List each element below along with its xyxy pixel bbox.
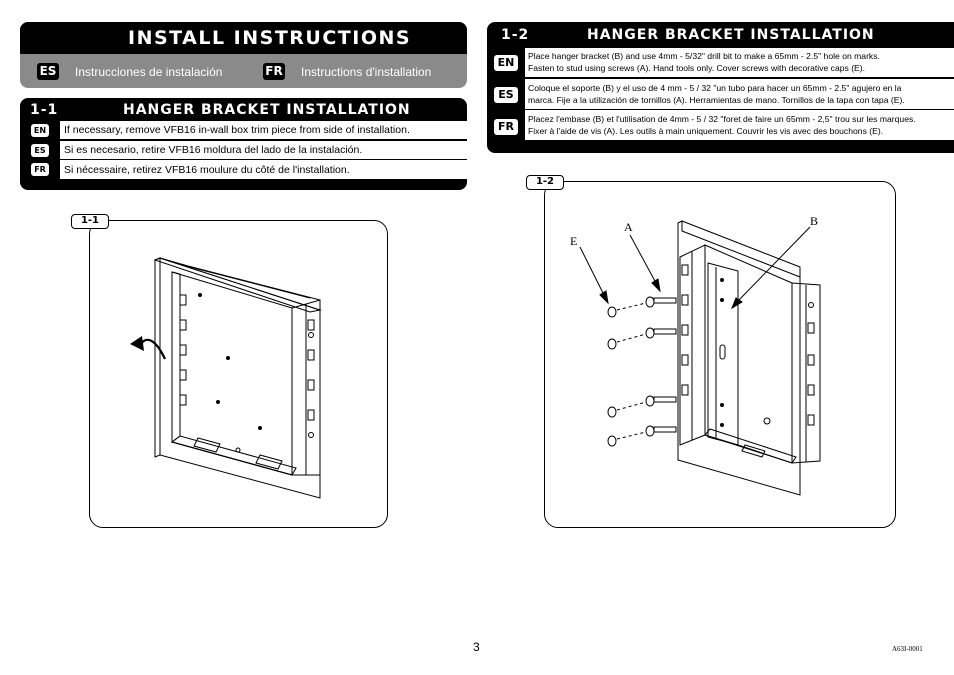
en-badge: EN	[494, 55, 518, 71]
step2-text-en-line2: Fasten to stud using screws (A). Hand to…	[528, 63, 866, 73]
es-badge: ES	[31, 144, 49, 157]
step2-text-es-line2: marca. Fije a la utilización de tornillo…	[528, 95, 905, 105]
step2-heading: 1-2 HANGER BRACKET INSTALLATION	[487, 22, 954, 48]
step1-text-es: Si es necesario, retire VFB16 moldura de…	[60, 141, 467, 160]
step1-row-en: EN If necessary, remove VFB16 in-wall bo…	[20, 121, 467, 140]
step1-title: HANGER BRACKET INSTALLATION	[123, 102, 411, 118]
es-badge: ES	[494, 87, 518, 103]
figure-1-2-label: 1-2	[526, 175, 564, 190]
step2-text-en-box: Place hanger bracket (B) and use 4mm - 5…	[525, 48, 954, 77]
fr-badge: FR	[263, 63, 285, 80]
step2-text-fr-line1: Placez l'embase (B) et l'utilisation de …	[528, 114, 916, 124]
fr-label: Instructions d'installation	[301, 65, 432, 79]
fr-badge: FR	[494, 119, 518, 135]
step2-text-fr-box: Placez l'embase (B) et l'utilisation de …	[525, 110, 954, 140]
callout-arrows	[579, 226, 811, 310]
step2-text-en-line1: Place hanger bracket (B) and use 4mm - 5…	[528, 51, 880, 61]
step1-row-es: ES Si es necesario, retire VFB16 moldura…	[20, 141, 467, 160]
page-title: INSTALL INSTRUCTIONS	[128, 27, 412, 49]
arrow-head-icon	[130, 336, 144, 351]
step2-row-fr: FR Placez l'embase (B) et l'utilisation …	[487, 110, 954, 140]
step1-number: 1-1	[30, 102, 59, 118]
step1-text-en: If necessary, remove VFB16 in-wall box t…	[60, 121, 467, 140]
screws-icon	[607, 296, 677, 447]
step1-text-fr: Si nécessaire, retirez VFB16 moulure du …	[60, 160, 467, 179]
step1-heading: 1-1 HANGER BRACKET INSTALLATION	[20, 98, 467, 120]
fr-badge: FR	[31, 163, 49, 176]
figure-1-1-illustration	[130, 257, 322, 499]
en-badge: EN	[31, 124, 49, 137]
callout-e-label: E	[570, 234, 577, 248]
header-language-strip: ES Instrucciones de instalación FR Instr…	[20, 55, 467, 88]
step1-row-fr: FR Si nécessaire, retirez VFB16 moulure …	[20, 160, 467, 179]
step2-text-es-box: Coloque el soporte (B) y el uso de 4 mm …	[525, 79, 954, 109]
step2-text-fr-line2: Fixer à l'aide de vis (A). Les outils à …	[528, 126, 884, 136]
document-code: A63I-0001	[892, 645, 923, 653]
figure-1-2-illustration: A B E	[570, 214, 821, 496]
step2-title: HANGER BRACKET INSTALLATION	[587, 27, 875, 43]
page-number: 3	[473, 640, 480, 654]
step2-number: 1-2	[501, 27, 530, 43]
step2-row-en: EN Place hanger bracket (B) and use 4mm …	[487, 48, 954, 78]
es-badge: ES	[37, 63, 59, 80]
header-title-bar: INSTALL INSTRUCTIONS	[20, 22, 467, 54]
figure-1-1-label: 1-1	[71, 214, 109, 229]
callout-b-label: B	[810, 214, 818, 228]
step2-text-es-line1: Coloque el soporte (B) y el uso de 4 mm …	[528, 83, 902, 93]
figure-1-1-frame	[89, 220, 388, 528]
step2-row-es: ES Coloque el soporte (B) y el uso de 4 …	[487, 79, 954, 109]
es-label: Instrucciones de instalación	[75, 65, 223, 79]
callout-a-label: A	[624, 220, 633, 234]
